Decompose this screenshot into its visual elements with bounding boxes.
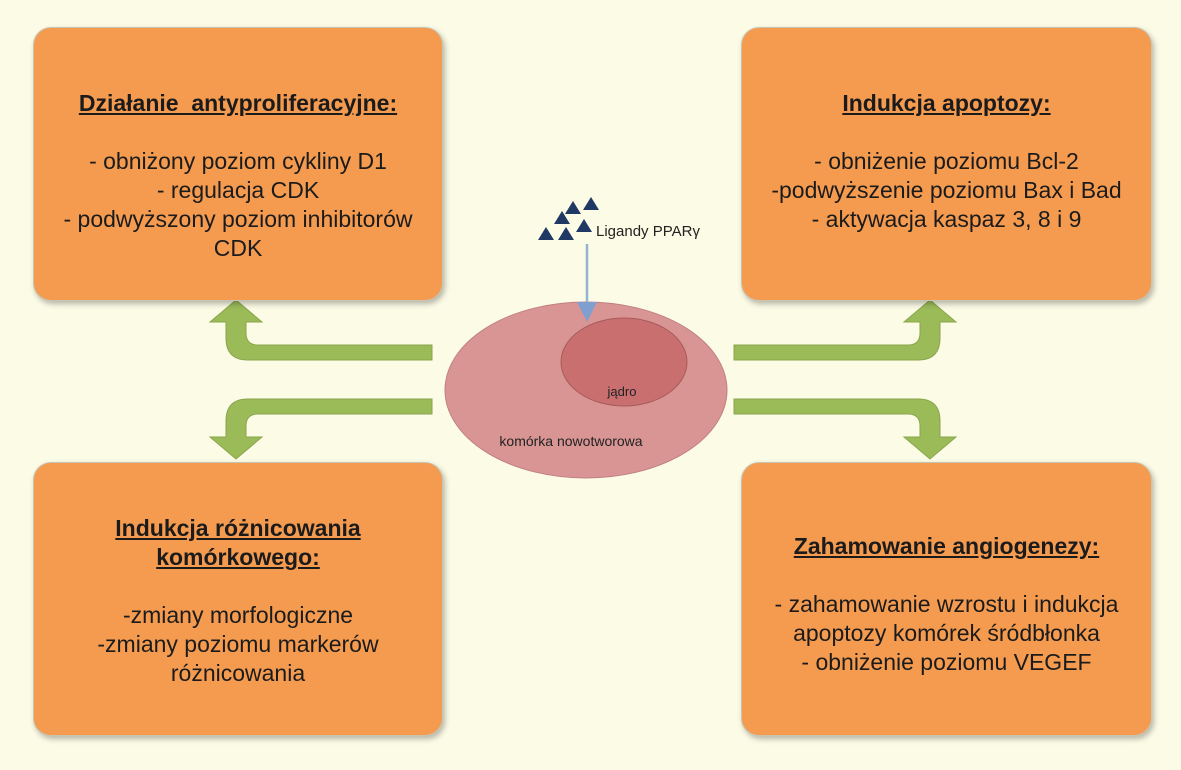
box-line: -podwyższenie poziomu Bax i Bad	[771, 177, 1122, 203]
box-line: - podwyższony poziom inhibitorów	[63, 206, 413, 232]
box-line: -zmiany poziomu markerów	[97, 631, 379, 657]
arrow-to-bottom-left	[208, 398, 433, 460]
differentiation-box: Indukcja różnicowania komórkowego: -zmia…	[33, 462, 443, 736]
antiproliferative-box: Działanie antyproliferacyjne: - obniżony…	[33, 27, 443, 301]
box-line: - obniżony poziom cykliny D1	[89, 148, 387, 174]
box-line: - obniżenie poziomu VEGEF	[801, 649, 1092, 675]
arrow-to-top-right	[733, 299, 958, 361]
apoptosis-box: Indukcja apoptozy: - obniżenie poziomu B…	[741, 27, 1152, 301]
box-line: - zahamowanie wzrostu i indukcja	[774, 591, 1119, 617]
ligand-triangles-icon	[538, 197, 599, 240]
box-line: apoptozy komórek śródbłonka	[793, 620, 1100, 646]
arrow-to-top-left	[208, 299, 433, 361]
angiogenesis-title: Zahamowanie angiogenezy:	[793, 533, 1100, 559]
nucleus	[560, 317, 688, 407]
arrow-to-bottom-right	[733, 398, 958, 460]
differentiation-title-line1: Indukcja różnicowania	[115, 515, 361, 541]
antiproliferative-title: Działanie antyproliferacyjne:	[78, 90, 398, 116]
box-line: - aktywacja kaspaz 3, 8 i 9	[811, 206, 1082, 232]
box-line: -zmiany morfologiczne	[122, 602, 354, 628]
box-line: - regulacja CDK	[156, 177, 320, 203]
nucleus-label: jądro	[607, 384, 637, 399]
box-line: różnicowania	[170, 660, 306, 686]
apoptosis-title: Indukcja apoptozy:	[842, 90, 1051, 116]
differentiation-title-line2: komórkowego:	[156, 544, 320, 570]
angiogenesis-box: Zahamowanie angiogenezy: - zahamowanie w…	[741, 462, 1152, 736]
cell-label: komórka nowotworowa	[499, 433, 642, 449]
box-line: - obniżenie poziomu Bcl-2	[814, 148, 1079, 174]
box-line: CDK	[213, 235, 263, 261]
ligand-label: Ligandy PPARγ	[596, 223, 700, 240]
